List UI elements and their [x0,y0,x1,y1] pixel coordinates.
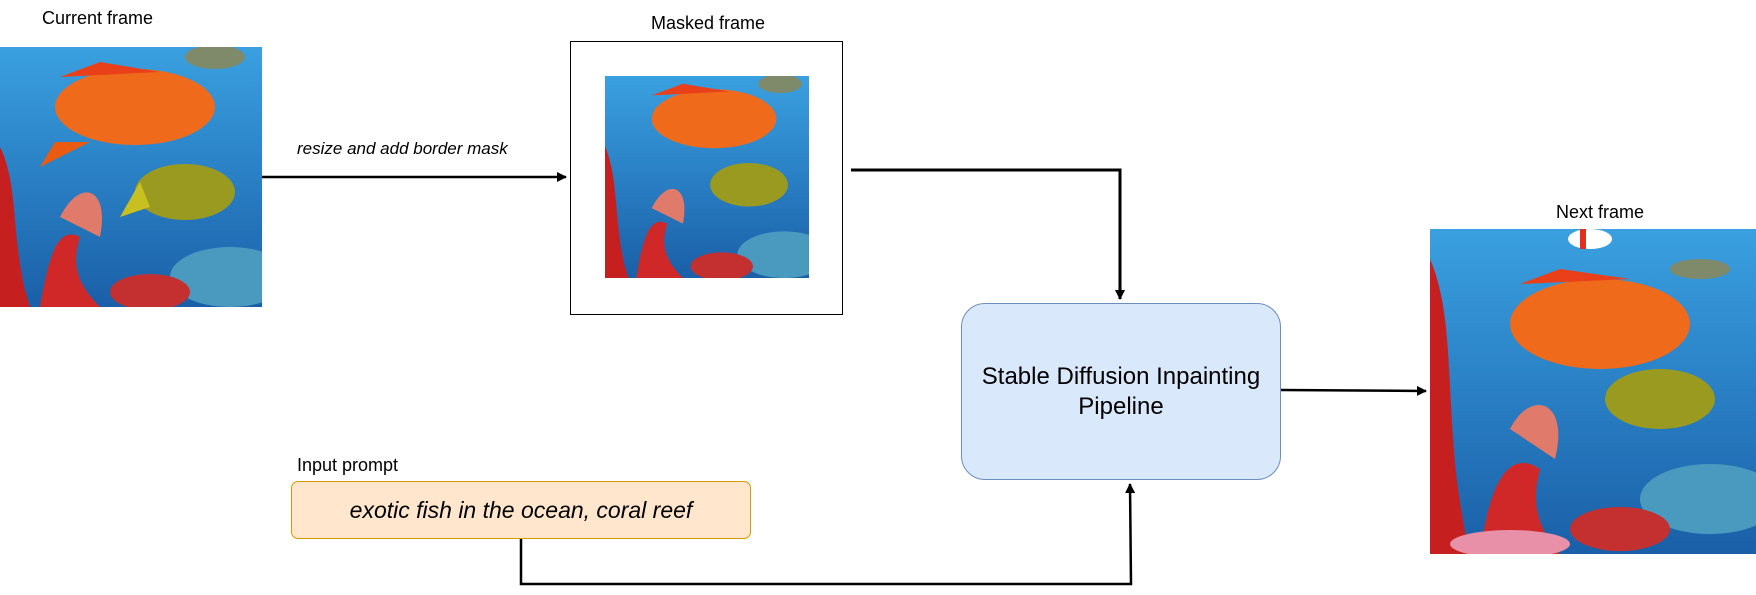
current-frame-label: Current frame [42,8,154,28]
masked-frame-label: Masked frame [651,13,766,33]
arrow-masked-to-pipeline [851,168,1125,300]
pipeline-label: Stable Diffusion Inpainting Pipeline [981,362,1261,420]
next-frame-label: Next frame [1556,202,1645,222]
masked-frame-image [605,76,809,278]
input-prompt-box: exotic fish in the ocean, coral reef [291,481,751,539]
resize-edge-label: resize and add border mask [297,139,508,158]
arrow-prompt-to-pipeline [519,483,1136,586]
prompt-text: exotic fish in the ocean, coral reef [349,496,693,523]
arrow-pipeline-to-next [1280,385,1427,396]
input-prompt-label: Input prompt [297,455,399,475]
current-frame-image [0,47,262,307]
inpainting-pipeline-box: Stable Diffusion Inpainting Pipeline [961,303,1281,480]
next-frame-image [1430,229,1756,554]
